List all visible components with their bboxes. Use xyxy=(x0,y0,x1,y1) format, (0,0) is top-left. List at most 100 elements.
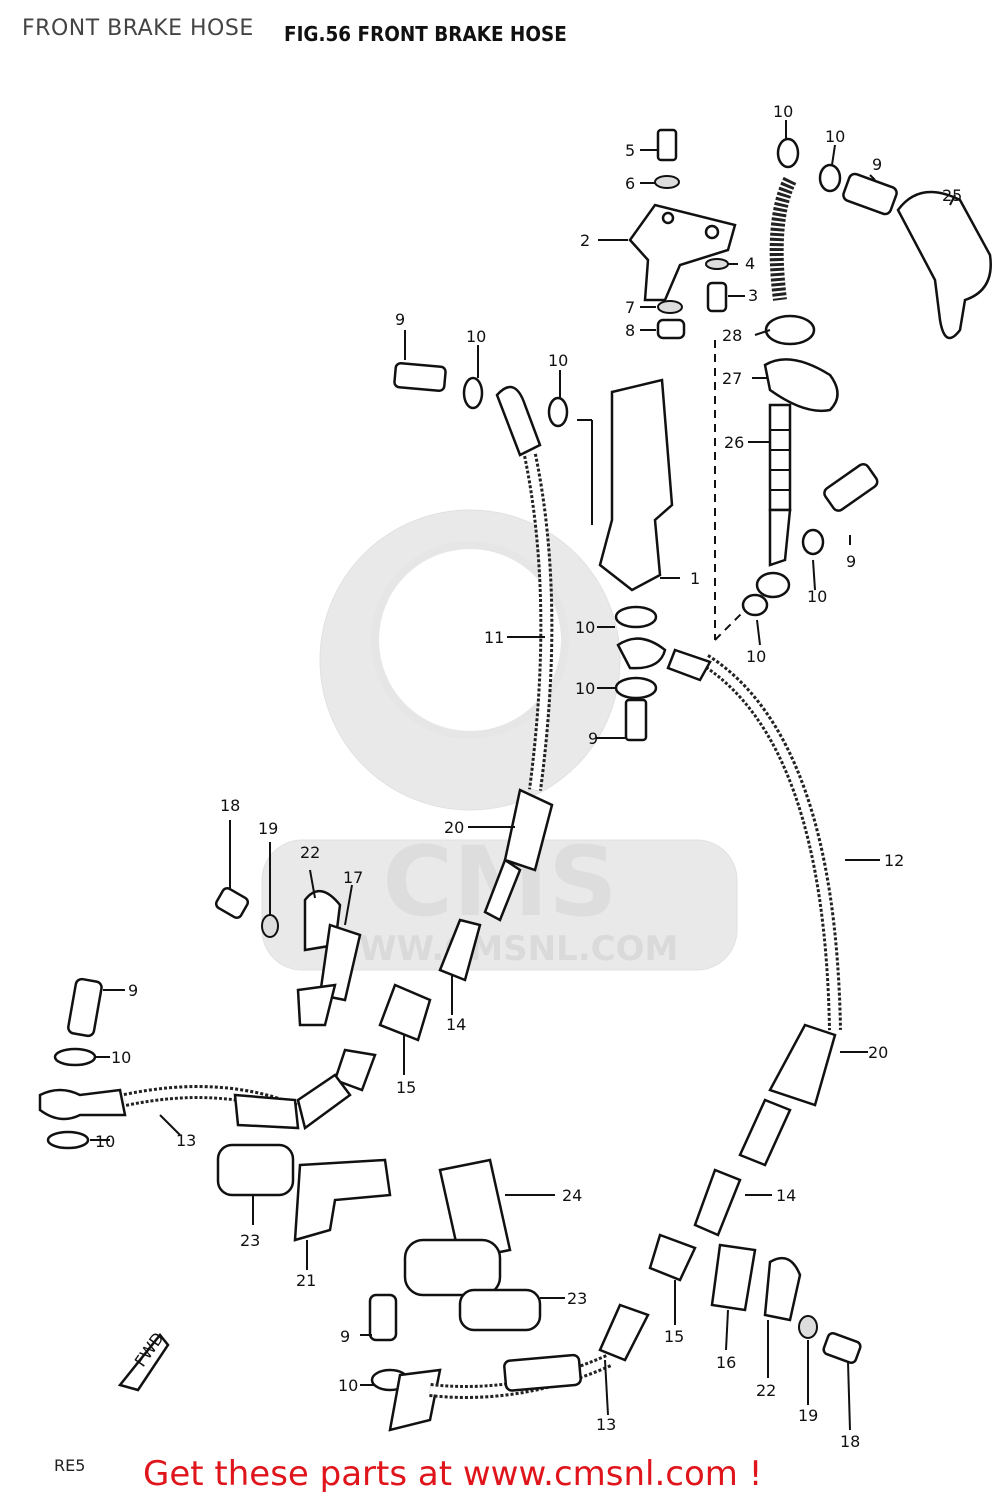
part-11-banjo[interactable] xyxy=(495,385,542,457)
part-28-grommet[interactable] xyxy=(764,314,816,346)
callout-24: 24 xyxy=(562,1186,582,1205)
callout-15-b: 15 xyxy=(664,1327,684,1346)
part-10-washer-top-a[interactable] xyxy=(776,137,800,169)
watermark-url: WWW.CMSNL.COM xyxy=(322,929,679,969)
callout-22-b: 22 xyxy=(756,1381,776,1400)
part-18-bolt[interactable] xyxy=(214,886,250,919)
part-10-washer-c[interactable] xyxy=(614,605,658,629)
callout-11: 11 xyxy=(484,628,504,647)
callout-14-b: 14 xyxy=(776,1186,796,1205)
clamp-group xyxy=(214,886,362,1027)
page-title: FRONT BRAKE HOSE xyxy=(22,16,254,41)
part-22-clamp-b[interactable] xyxy=(763,1256,802,1322)
part-7-washer[interactable] xyxy=(657,300,683,314)
callout-20-a: 20 xyxy=(444,818,464,837)
callout-10-k: 10 xyxy=(338,1376,358,1395)
part-10-washer-right[interactable] xyxy=(801,528,825,556)
part-10-washer-low[interactable] xyxy=(741,593,769,617)
callout-16: 16 xyxy=(716,1353,736,1372)
part-8-nut[interactable] xyxy=(656,318,686,340)
part-13-banjo[interactable] xyxy=(38,1088,127,1121)
part-19-washer-b[interactable] xyxy=(798,1315,818,1339)
callout-23-a: 23 xyxy=(240,1231,260,1250)
part-13-banjo-b[interactable] xyxy=(388,1368,442,1432)
part-9-bolt-left[interactable] xyxy=(393,362,447,392)
callout-20-b: 20 xyxy=(868,1043,888,1062)
lower-parts-group xyxy=(216,1143,862,1364)
callout-19-a: 19 xyxy=(258,819,278,838)
part-18-bolt-b[interactable] xyxy=(822,1332,862,1364)
part-17-clamp[interactable] xyxy=(318,923,362,1002)
leader-lines xyxy=(90,120,956,1431)
part-9-bolt-right[interactable] xyxy=(822,462,880,513)
hose-13-bottom-group xyxy=(368,1293,613,1432)
callout-10-e: 10 xyxy=(807,587,827,606)
part-1-caliper-body[interactable] xyxy=(598,378,674,592)
callout-13-b: 13 xyxy=(596,1415,616,1434)
callout-27: 27 xyxy=(722,369,742,388)
part-5-bolt[interactable] xyxy=(656,128,678,162)
part-24-bracket[interactable] xyxy=(438,1158,512,1262)
part-14-fitting-b[interactable] xyxy=(693,1168,742,1237)
callout-10-f: 10 xyxy=(746,647,766,666)
callout-10-c: 10 xyxy=(466,327,486,346)
callout-13-a: 13 xyxy=(176,1131,196,1150)
part-10-washer-f[interactable] xyxy=(46,1130,90,1150)
callout-15-a: 15 xyxy=(396,1078,416,1097)
callout-9-d: 9 xyxy=(588,729,598,748)
callout-26: 26 xyxy=(724,433,744,452)
callout-23-b: 23 xyxy=(567,1289,587,1308)
part-27-union[interactable] xyxy=(763,358,839,412)
callout-21: 21 xyxy=(296,1271,316,1290)
master-cylinder-group xyxy=(577,128,737,592)
callout-9-b: 9 xyxy=(872,155,882,174)
forward-arrow: FWD xyxy=(117,1329,170,1392)
part-3-screw[interactable] xyxy=(706,281,728,313)
part-16-clamp[interactable] xyxy=(710,1243,757,1312)
part-20-sleeve-left[interactable] xyxy=(233,1093,300,1130)
part-20-sleeve-bottom[interactable] xyxy=(503,1353,582,1392)
part-14-fitting-a[interactable] xyxy=(438,918,482,982)
part-9-bolt-lower[interactable] xyxy=(67,977,103,1038)
callout-9-e: 9 xyxy=(128,981,138,1000)
part-15-grommet-b[interactable] xyxy=(648,1233,697,1282)
callout-10-j: 10 xyxy=(95,1132,115,1151)
part-19-washer[interactable] xyxy=(261,914,279,938)
part-10-washer-a[interactable] xyxy=(462,376,484,410)
callout-10-a: 10 xyxy=(773,102,793,121)
callout-25: 25 xyxy=(942,186,962,205)
callout-10-i: 10 xyxy=(111,1048,131,1067)
promo-link[interactable]: Get these parts at www.cmsnl.com ! xyxy=(143,1454,763,1494)
callout-7: 7 xyxy=(625,298,635,317)
part-15-grommet-a[interactable] xyxy=(378,983,432,1042)
part-9-bolt-mid[interactable] xyxy=(624,698,648,742)
callout-10-d: 10 xyxy=(548,351,568,370)
hose-11-group xyxy=(333,362,569,1092)
part-20-sleeve-b[interactable] xyxy=(768,1023,837,1107)
part-6-washer[interactable] xyxy=(654,175,680,189)
part-23-grommet-a[interactable] xyxy=(216,1143,295,1197)
part-10-washer-b[interactable] xyxy=(547,396,569,428)
part-12-banjo[interactable] xyxy=(616,637,667,670)
part-9-bolt-top[interactable] xyxy=(842,172,899,216)
part-10-washer-d[interactable] xyxy=(614,676,658,700)
part-10-washer-top-b[interactable] xyxy=(818,163,842,193)
part-23-grommet-b[interactable] xyxy=(403,1238,502,1297)
callout-10-h: 10 xyxy=(575,679,595,698)
part-25-cap[interactable] xyxy=(896,190,992,340)
part-20-sleeve-a[interactable] xyxy=(503,788,554,872)
callout-18-a: 18 xyxy=(220,796,240,815)
part-21-bracket[interactable] xyxy=(293,1158,392,1242)
callout-17: 17 xyxy=(343,868,363,887)
callout-1: 1 xyxy=(690,569,700,588)
part-26-hose-fitting[interactable] xyxy=(768,403,792,512)
part-4-washer[interactable] xyxy=(705,258,729,270)
callout-10-g: 10 xyxy=(575,618,595,637)
callout-3: 3 xyxy=(748,286,758,305)
part-9-bolt-bottom[interactable] xyxy=(368,1293,398,1342)
callout-22-a: 22 xyxy=(300,843,320,862)
callout-10-b: 10 xyxy=(825,127,845,146)
part-10-banjo[interactable] xyxy=(755,571,791,599)
part-10-washer-e[interactable] xyxy=(53,1047,97,1067)
